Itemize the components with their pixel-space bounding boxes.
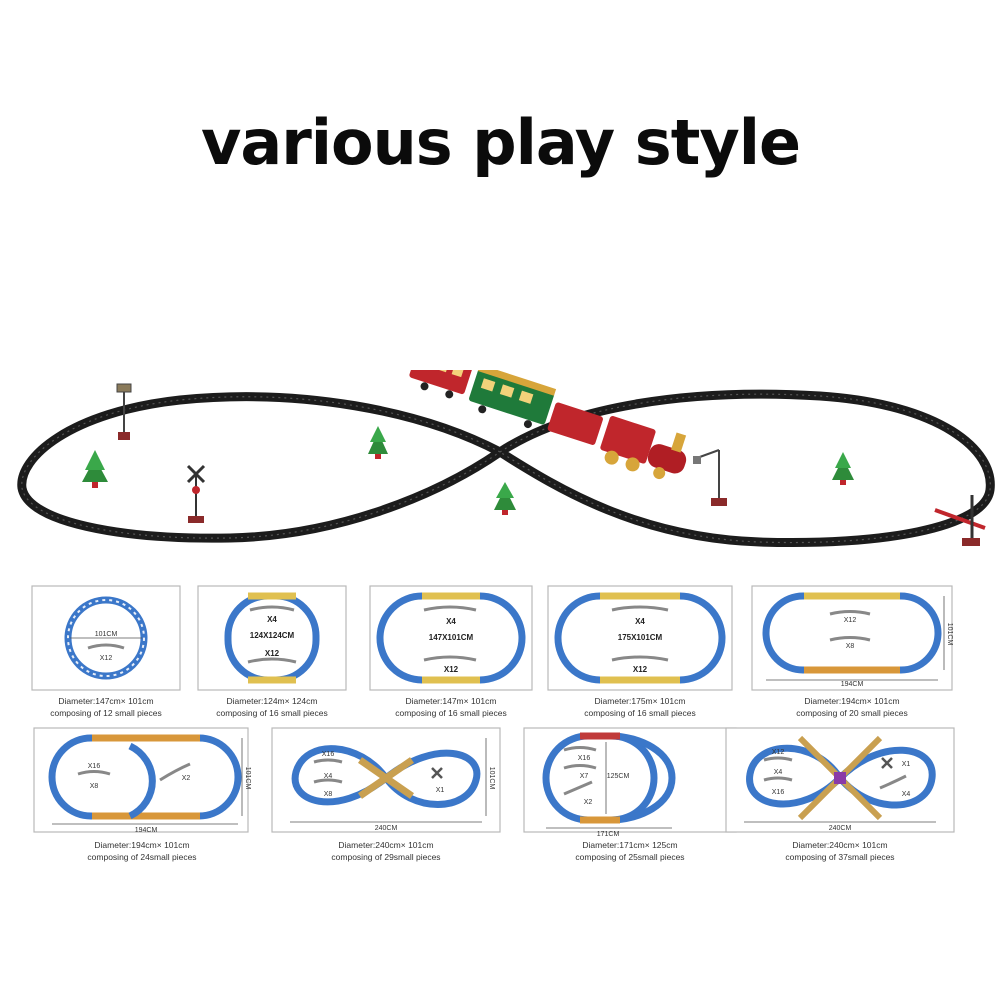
layout-label: 175X101CM xyxy=(618,633,663,642)
layout-label: X16 xyxy=(88,763,101,770)
layout-label: X1 xyxy=(436,787,445,794)
layout-label: X16 xyxy=(578,755,591,762)
layout-label: X8 xyxy=(846,643,855,650)
layout-label: 147X101CM xyxy=(429,633,474,642)
layout-caption: composing of 16 small pieces xyxy=(584,708,696,718)
layout-label: X4 xyxy=(902,791,911,798)
layout-label: 101CM xyxy=(244,767,251,790)
layout-label: X12 xyxy=(772,749,785,756)
layout-label: X12 xyxy=(633,665,648,674)
layout-label: X12 xyxy=(100,655,113,662)
layout-caption: Diameter:175m× 101cm xyxy=(595,696,686,706)
headline: various play style xyxy=(200,106,801,179)
layout-label: 101CM xyxy=(488,767,495,790)
figure-eight-track xyxy=(17,389,995,548)
christmas-tree-icon xyxy=(832,452,854,485)
layout-label: X8 xyxy=(90,783,99,790)
layout-caption: Diameter:124m× 124cm xyxy=(227,696,318,706)
layout-label: X4 xyxy=(635,617,645,626)
toy-train xyxy=(409,370,687,480)
layout-panel-5: X12 X8 194CM 101CM Diameter:194cm× 101cm… xyxy=(751,585,953,718)
crossing-gate-icon xyxy=(934,495,986,546)
layout-label: X8 xyxy=(324,791,333,798)
layout-caption: composing of 20 small pieces xyxy=(796,708,908,718)
layout-label: X2 xyxy=(584,799,593,806)
layout-label: X4 xyxy=(446,617,456,626)
layout-label: X4 xyxy=(267,615,277,624)
layout-label: X2 xyxy=(182,775,191,782)
layout-label: 240CM xyxy=(375,825,398,832)
layout-caption: Diameter:194cm× 101cm xyxy=(94,840,189,850)
christmas-tree-icon xyxy=(368,426,388,459)
layout-label: 171CM xyxy=(597,831,620,838)
layout-panel-8: X16 X7 X2 125CM 171CM Diameter:171cm× 12… xyxy=(523,727,737,862)
layout-diagrams: 101CM X12 Diameter:147cm× 101cm composin… xyxy=(31,585,955,862)
layout-caption: Diameter:194cm× 101cm xyxy=(804,696,899,706)
layout-panel-7: X16 X4 X8 X1 240CM 101CM Diameter:240cm×… xyxy=(271,727,501,862)
layout-panel-6: X16 X8 X2 194CM 101CM Diameter:194cm× 10… xyxy=(33,727,251,862)
layout-caption: Diameter:171cm× 125cm xyxy=(582,840,677,850)
layout-caption: composing of 16 small pieces xyxy=(395,708,507,718)
layout-label: 124X124CM xyxy=(250,631,295,640)
layout-label: X4 xyxy=(774,769,783,776)
layout-label: 194CM xyxy=(841,681,864,688)
layout-panel-1: 101CM X12 Diameter:147cm× 101cm composin… xyxy=(31,585,181,718)
layout-label: X4 xyxy=(324,773,333,780)
layout-label: X7 xyxy=(580,773,589,780)
layout-caption: composing of 12 small pieces xyxy=(50,708,162,718)
railroad-crossing-sign-icon xyxy=(186,464,206,523)
layout-panel-9: X12 X4 X16 X1 X4 240CM Diameter:240cm× 1… xyxy=(725,727,955,862)
layout-caption: Diameter:147cm× 101cm xyxy=(58,696,153,706)
layout-label: 194CM xyxy=(135,827,158,834)
layout-label: 125CM xyxy=(607,773,630,780)
layout-panel-3: X4 147X101CM X12 Diameter:147m× 101cm co… xyxy=(369,585,533,718)
layout-caption: Diameter:147m× 101cm xyxy=(406,696,497,706)
layout-label: X12 xyxy=(444,665,459,674)
layout-label: 240CM xyxy=(829,825,852,832)
layout-panel-4: X4 175X101CM X12 Diameter:175m× 101cm co… xyxy=(547,585,733,718)
signal-post-icon xyxy=(693,449,727,506)
layout-panel-2: X4 124X124CM X12 Diameter:124m× 124cm co… xyxy=(197,585,347,718)
layout-caption: composing of 25small pieces xyxy=(575,852,684,862)
layout-caption: Diameter:240cm× 101cm xyxy=(792,840,887,850)
train-set-photo xyxy=(17,370,995,548)
layout-label: X12 xyxy=(844,617,857,624)
layout-label: X1 xyxy=(902,761,911,768)
layout-label: X16 xyxy=(322,751,335,758)
layout-caption: composing of 24small pieces xyxy=(87,852,196,862)
layout-label: X12 xyxy=(265,649,280,658)
layout-label: 101CM xyxy=(946,623,953,646)
layout-caption: composing of 37small pieces xyxy=(785,852,894,862)
layout-caption: composing of 16 small pieces xyxy=(216,708,328,718)
layout-caption: composing of 29small pieces xyxy=(331,852,440,862)
street-lamp-icon xyxy=(116,383,132,440)
layout-label: X16 xyxy=(772,789,785,796)
layout-caption: Diameter:240cm× 101cm xyxy=(338,840,433,850)
christmas-tree-icon xyxy=(494,482,516,515)
christmas-tree-icon xyxy=(82,450,108,488)
layout-label: 101CM xyxy=(95,631,118,638)
